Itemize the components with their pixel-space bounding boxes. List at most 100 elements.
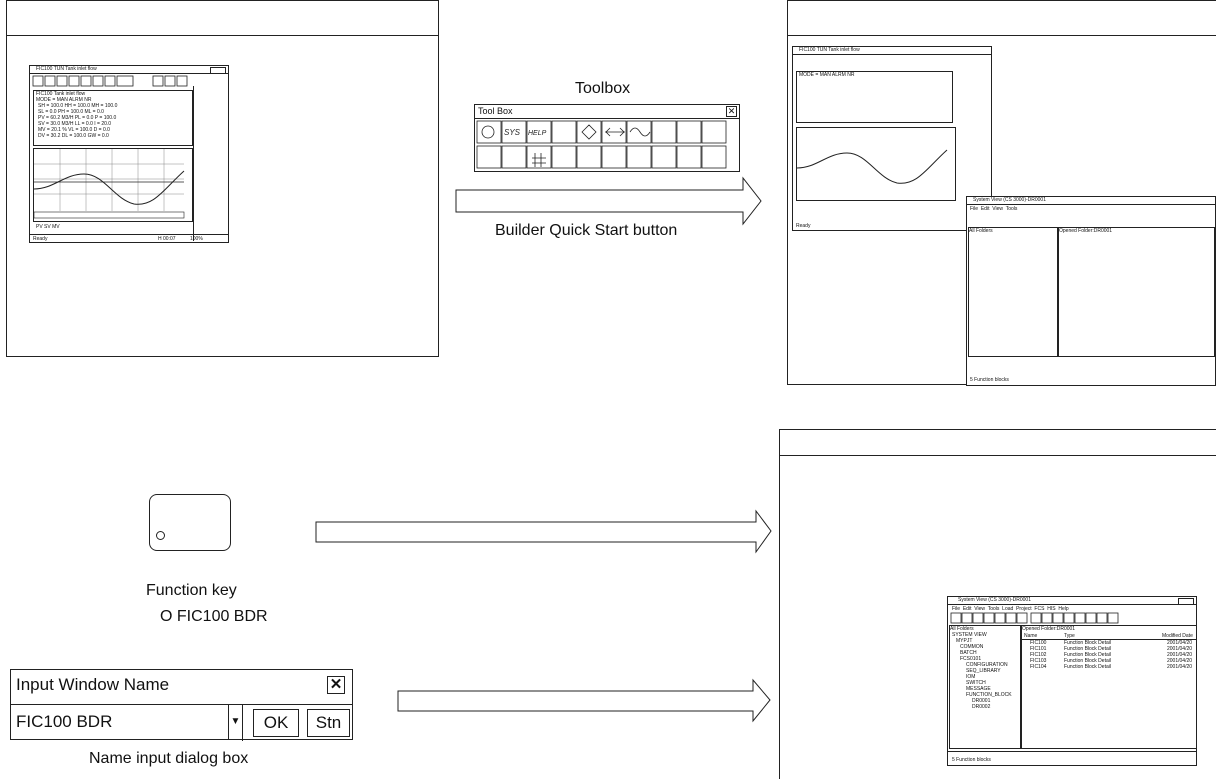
menu-item-tools[interactable]: Tools xyxy=(987,606,1000,612)
column-date[interactable]: Modified Date xyxy=(1162,633,1193,639)
faceplate-window-small: FIC100 TUN Tank inlet flow MODE = MAN AL… xyxy=(792,46,992,231)
system-view-toolbar[interactable] xyxy=(950,612,1131,624)
trend-chart xyxy=(33,148,193,222)
system-view-title-bar: System View (CS 3000)-DR0001 xyxy=(948,597,1196,605)
system-view-window-large: System View (CS 3000)-DR0001 File Edit V… xyxy=(947,596,1197,766)
name-input-dialog-caption: Name input dialog box xyxy=(89,750,249,767)
function-key-caption: Function key xyxy=(146,582,237,599)
menu-item-edit[interactable]: Edit xyxy=(980,206,990,212)
function-key[interactable] xyxy=(149,494,231,551)
chevron-down-icon[interactable]: ▼ xyxy=(228,704,242,740)
tree-item[interactable]: MESSAGE xyxy=(966,686,991,692)
menu-item-fcs[interactable]: FCS xyxy=(1034,606,1045,612)
tree-pane: All Folders SYSTEM VIEW MYPJT COMMON BAT… xyxy=(949,625,1021,749)
system-view-title: System View (CS 3000)-DR0001 xyxy=(958,597,1031,603)
tree-item[interactable]: FCS0101 xyxy=(960,656,982,662)
close-icon[interactable]: ✕ xyxy=(327,676,345,694)
window-name-field[interactable]: FIC100 BDR xyxy=(16,712,113,731)
menu-item-edit[interactable]: Edit xyxy=(962,606,972,612)
tree-item[interactable]: BATCH xyxy=(960,650,977,656)
tree-pane: All Folders xyxy=(968,227,1058,357)
tree-item[interactable]: CONFIGURATION xyxy=(966,662,1008,668)
tree-item[interactable]: IOM xyxy=(966,674,976,680)
faceplate-mode-line: MODE = MAN ALRM NR xyxy=(36,97,92,103)
faceplate-title: FIC100 TUN Tank inlet flow xyxy=(36,66,97,72)
tree-item[interactable]: DR0001 xyxy=(972,698,991,704)
tree-item[interactable]: FUNCTION_BLOCK xyxy=(966,692,1012,698)
dialog-title-bar: Input Window Name ✕ xyxy=(11,670,352,705)
tree-item[interactable]: SWITCH xyxy=(966,680,986,686)
column-name[interactable]: Name xyxy=(1024,633,1038,639)
list-pane: Opened Folder:DR0001 Name Type Modified … xyxy=(1021,625,1196,749)
menu-item-tools[interactable]: Tools xyxy=(1005,206,1018,212)
faceplate-row: DV = 30.2 DL = 100.0 GW = 0.0 xyxy=(38,133,109,139)
faceplate-row: SL = 0.0 PH = 100.0 ML = 0.0 xyxy=(38,109,104,115)
toolbox-title: Tool Box xyxy=(478,106,513,116)
ok-button[interactable]: OK xyxy=(253,709,299,737)
arrow-right-icon xyxy=(315,509,772,554)
stn-button[interactable]: Stn xyxy=(307,709,350,737)
faceplate-side-panel xyxy=(193,86,228,241)
faceplate-title-bar: FIC100 TUN Tank inlet flow xyxy=(793,47,991,55)
menu-item-view[interactable]: View xyxy=(992,206,1003,212)
system-view-status: 5 Function blocks xyxy=(952,757,991,763)
menu-item-file[interactable]: File xyxy=(970,206,979,212)
faceplate-row: SV = 30.0 M3/H LL = 0.0 I = 20.0 xyxy=(38,121,112,127)
menu-item-his[interactable]: HIS xyxy=(1047,606,1056,612)
faceplate-toolbar xyxy=(32,75,213,87)
svg-text:HELP: HELP xyxy=(528,130,547,137)
tree-item[interactable]: MYPJT xyxy=(956,638,973,644)
function-key-led-icon xyxy=(156,531,165,540)
menu-item-help[interactable]: Help xyxy=(1058,606,1069,612)
status-divider xyxy=(948,751,1196,752)
toolbox-caption: Toolbox xyxy=(575,80,631,97)
window-name-combobox[interactable]: FIC100 BDR ▼ xyxy=(11,704,243,741)
system-view-menu[interactable]: File Edit View Tools Load Project FCS HI… xyxy=(952,606,1069,612)
panel-header-bar xyxy=(780,455,1216,456)
system-view-window: System View (CS 3000)-DR0001 File Edit V… xyxy=(966,196,1216,386)
trend-chart xyxy=(796,127,956,201)
status-text: Ready xyxy=(33,236,48,242)
menu-item-load[interactable]: Load xyxy=(1002,606,1014,612)
list-pane: Opened Folder:DR0001 xyxy=(1058,227,1215,357)
system-view-title: System View (CS 3000)-DR0001 xyxy=(973,197,1046,203)
status-divider xyxy=(30,234,228,236)
column-type[interactable]: Type xyxy=(1064,633,1075,639)
bottom-right-screen-panel: System View (CS 3000)-DR0001 File Edit V… xyxy=(779,429,1216,779)
name-input-dialog: Input Window Name ✕ FIC100 BDR ▼ OK Stn xyxy=(10,669,353,741)
tree-header: All Folders xyxy=(950,626,974,632)
toolbox-tool-icons[interactable]: SYS HELP xyxy=(475,118,740,172)
faceplate-row: PV = 60.2 M3/H PL = 0.0 P = 100.0 xyxy=(38,115,117,121)
tree-item[interactable]: SYSTEM VIEW xyxy=(952,632,987,638)
trend-curve xyxy=(796,149,948,184)
svg-text:SYS: SYS xyxy=(504,128,521,137)
status-zoom: 100% xyxy=(190,236,203,242)
tree-item[interactable]: COMMON xyxy=(960,644,984,650)
menu-item-file[interactable]: File xyxy=(952,606,961,612)
window-controls[interactable] xyxy=(210,67,226,74)
status-text: Ready xyxy=(796,223,811,229)
faceplate-data-area: FIC100 Tank inlet flow MODE = MAN ALRM N… xyxy=(33,90,193,146)
toolbox-title-bar: Tool Box ✕ xyxy=(475,105,739,119)
top-left-screen-panel: FIC100 TUN Tank inlet flow FIC100 Tank i… xyxy=(6,0,439,357)
faceplate-subtitle: FIC100 Tank inlet flow xyxy=(36,91,86,97)
menu-item-project[interactable]: Project xyxy=(1016,606,1032,612)
faceplate-title-bar: FIC100 TUN Tank inlet flow xyxy=(30,66,228,74)
tree-item[interactable]: DR0002 xyxy=(972,704,991,710)
trend-legend: PV SV MV xyxy=(36,224,60,230)
system-view-menu[interactable]: File Edit View Tools xyxy=(970,206,1017,212)
toolbar-icons[interactable] xyxy=(32,75,213,87)
dialog-title: Input Window Name xyxy=(16,675,170,694)
menu-item-view[interactable]: View xyxy=(974,606,985,612)
tree-item[interactable]: SEQ_LIBRARY xyxy=(966,668,1001,674)
tree-header: All Folders xyxy=(969,228,993,234)
panel-header-bar xyxy=(788,35,1216,36)
faceplate-data-area: MODE = MAN ALRM NR xyxy=(796,71,953,123)
window-controls[interactable] xyxy=(1178,598,1194,605)
close-icon[interactable]: ✕ xyxy=(726,106,737,117)
